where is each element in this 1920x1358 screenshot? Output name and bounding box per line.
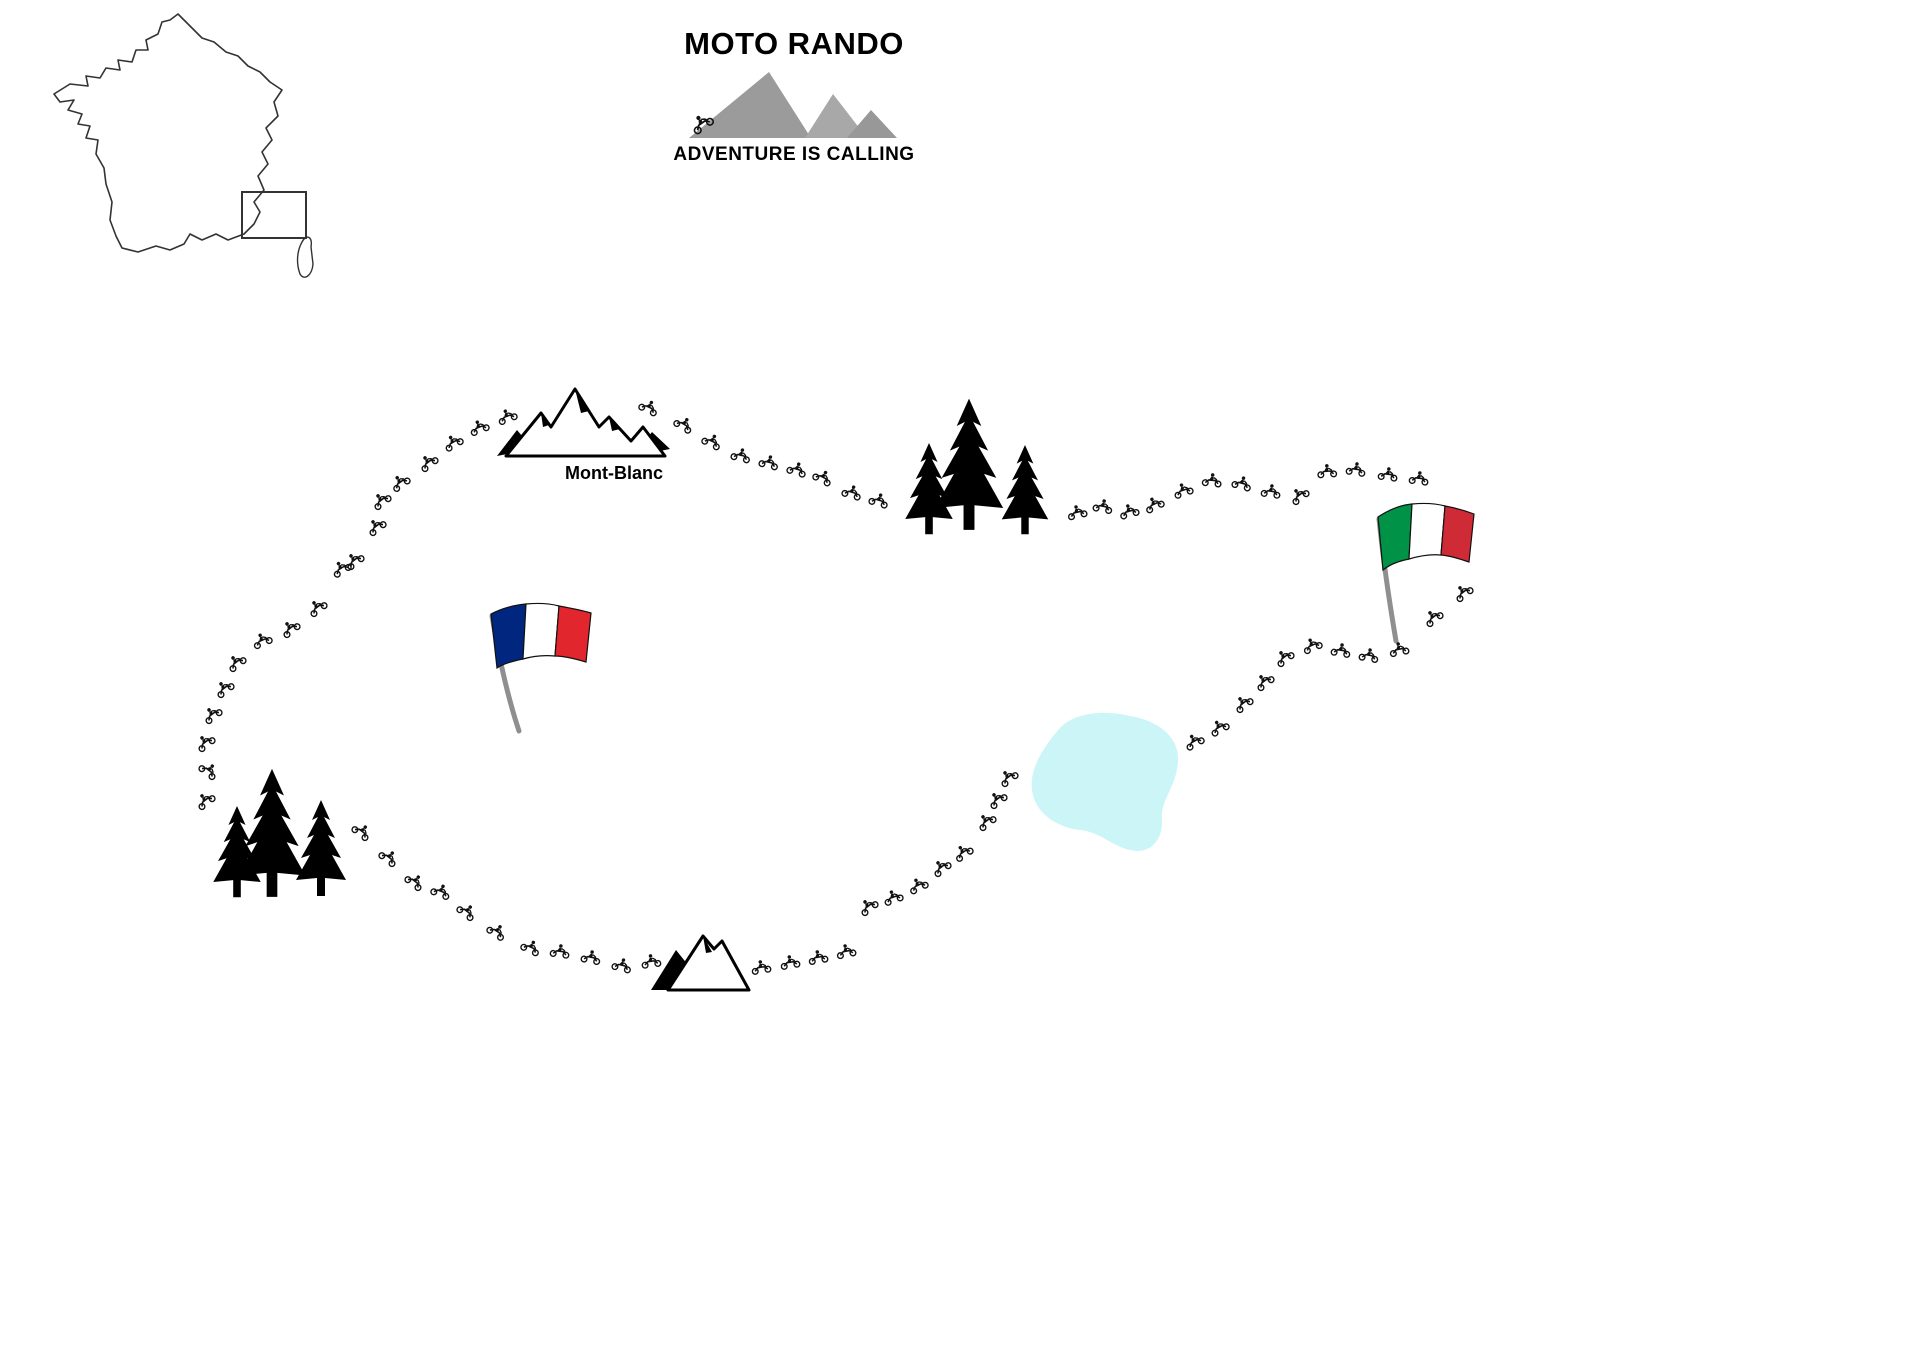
motorcycle-icon (950, 840, 975, 864)
motorcycle-icon (350, 819, 375, 843)
mont-blanc-mountain-icon (497, 387, 670, 458)
corsica-outline (296, 236, 314, 278)
motorcycle-icon (250, 629, 274, 651)
motorcycle-icon (1206, 715, 1231, 738)
motorcycle-icon (455, 899, 480, 923)
motorcycle-icon (1377, 465, 1399, 483)
motorcycle-icon (757, 452, 781, 472)
motorcycle-icon (467, 416, 491, 437)
motorcycle-icon (197, 758, 222, 782)
motorcycle-icon (672, 412, 697, 435)
motorcycle-icon (1181, 729, 1206, 752)
motorcycle-icon (1117, 501, 1141, 521)
french-flag-icon (489, 602, 592, 734)
motorcycle-icon (840, 482, 864, 502)
motorcycle-icon (1286, 483, 1311, 507)
motorcycle-icon (1171, 479, 1195, 500)
motorcycle-icon (1230, 473, 1254, 493)
motorcycle-icon (867, 490, 891, 510)
logo: MOTO RANDO ADVENTURE IS CALLING (612, 26, 976, 166)
motorcycle-icon (211, 676, 236, 700)
motorcycle-icon (973, 809, 998, 833)
motorcycle-icon (1316, 462, 1338, 479)
motorcycle-icon (749, 957, 772, 976)
france-outline (53, 13, 283, 253)
motorcycle-icon (778, 952, 801, 971)
motorcycle-icon (610, 955, 634, 975)
motorcycle-icon (905, 874, 930, 896)
motorcycle-icon (1358, 645, 1381, 664)
motorcycle-icon (729, 445, 753, 465)
france-map-icon (53, 13, 314, 278)
motorcycle-icon (519, 936, 544, 958)
motorcycle-icon (440, 430, 465, 453)
alps-region-box (241, 191, 307, 239)
motorcycle-icon (495, 405, 519, 426)
logo-subtitle: ADVENTURE IS CALLING (673, 144, 915, 165)
motorcycle-icon (1141, 493, 1166, 515)
motorcycle-icon (192, 730, 217, 754)
motorcycle-icon (806, 947, 829, 966)
motorcycle-icon (415, 450, 440, 474)
motorcycle-icon (1260, 482, 1282, 500)
motorcycle-icon (637, 396, 662, 418)
motorcycle-icon (1420, 605, 1445, 629)
logo-mountain-icon (686, 72, 897, 138)
motorcycle-icon (1300, 634, 1324, 656)
motorcycle-icon (928, 855, 953, 879)
motorcycle-icon (1271, 645, 1296, 669)
motorcycle-icon (485, 919, 510, 943)
motorcycle-icon (1387, 639, 1411, 658)
pine-trees-bottom-icon (213, 768, 346, 898)
mont-blanc-label: Mont-Blanc (565, 463, 663, 483)
motorcycle-icon (1408, 469, 1430, 487)
pine-trees-top-icon (905, 398, 1049, 535)
motorcycle-icon (199, 702, 224, 726)
motorcycle-icon (1251, 669, 1276, 693)
motorcycle-icon (387, 470, 412, 494)
motorcycle-icon (811, 465, 836, 488)
motorcycle-icon (429, 880, 453, 901)
motorcycle-icon (304, 595, 329, 619)
south-mountain-icon (651, 934, 751, 992)
italian-flag-icon (1376, 502, 1475, 644)
motorcycle-icon (549, 942, 571, 960)
motorcycle-icon (403, 869, 428, 893)
motorcycle-icon (368, 488, 393, 512)
motorcycle-icon (192, 788, 217, 812)
motorcycle-icon (277, 616, 302, 640)
motorcycle-icon (995, 765, 1020, 789)
motorcycle-icon (223, 650, 248, 674)
motorcycle-icon (579, 947, 603, 966)
motorcycle-icon (855, 894, 880, 918)
motorcycle-icon (834, 941, 858, 960)
motorcycle-icon (785, 458, 809, 479)
motorcycle-icon (1230, 691, 1255, 715)
motorcycle-icon (1450, 580, 1475, 604)
motorcycle-icon (1065, 502, 1089, 521)
motorcycle-icon (700, 430, 725, 452)
motorcycle-icon (1330, 640, 1353, 659)
lake-shape (1031, 712, 1179, 851)
motorcycle-icon (984, 787, 1009, 811)
motorcycle-icon (1345, 460, 1367, 478)
motorcycle-icon (377, 845, 402, 869)
route-markers (192, 396, 1475, 976)
logo-title: MOTO RANDO (684, 26, 904, 61)
motorcycle-icon (640, 952, 662, 970)
motorcycle-icon (881, 886, 905, 907)
motorcycle-icon (1091, 496, 1115, 515)
motorcycle-icon (1201, 471, 1223, 488)
motorcycle-icon (363, 514, 388, 538)
